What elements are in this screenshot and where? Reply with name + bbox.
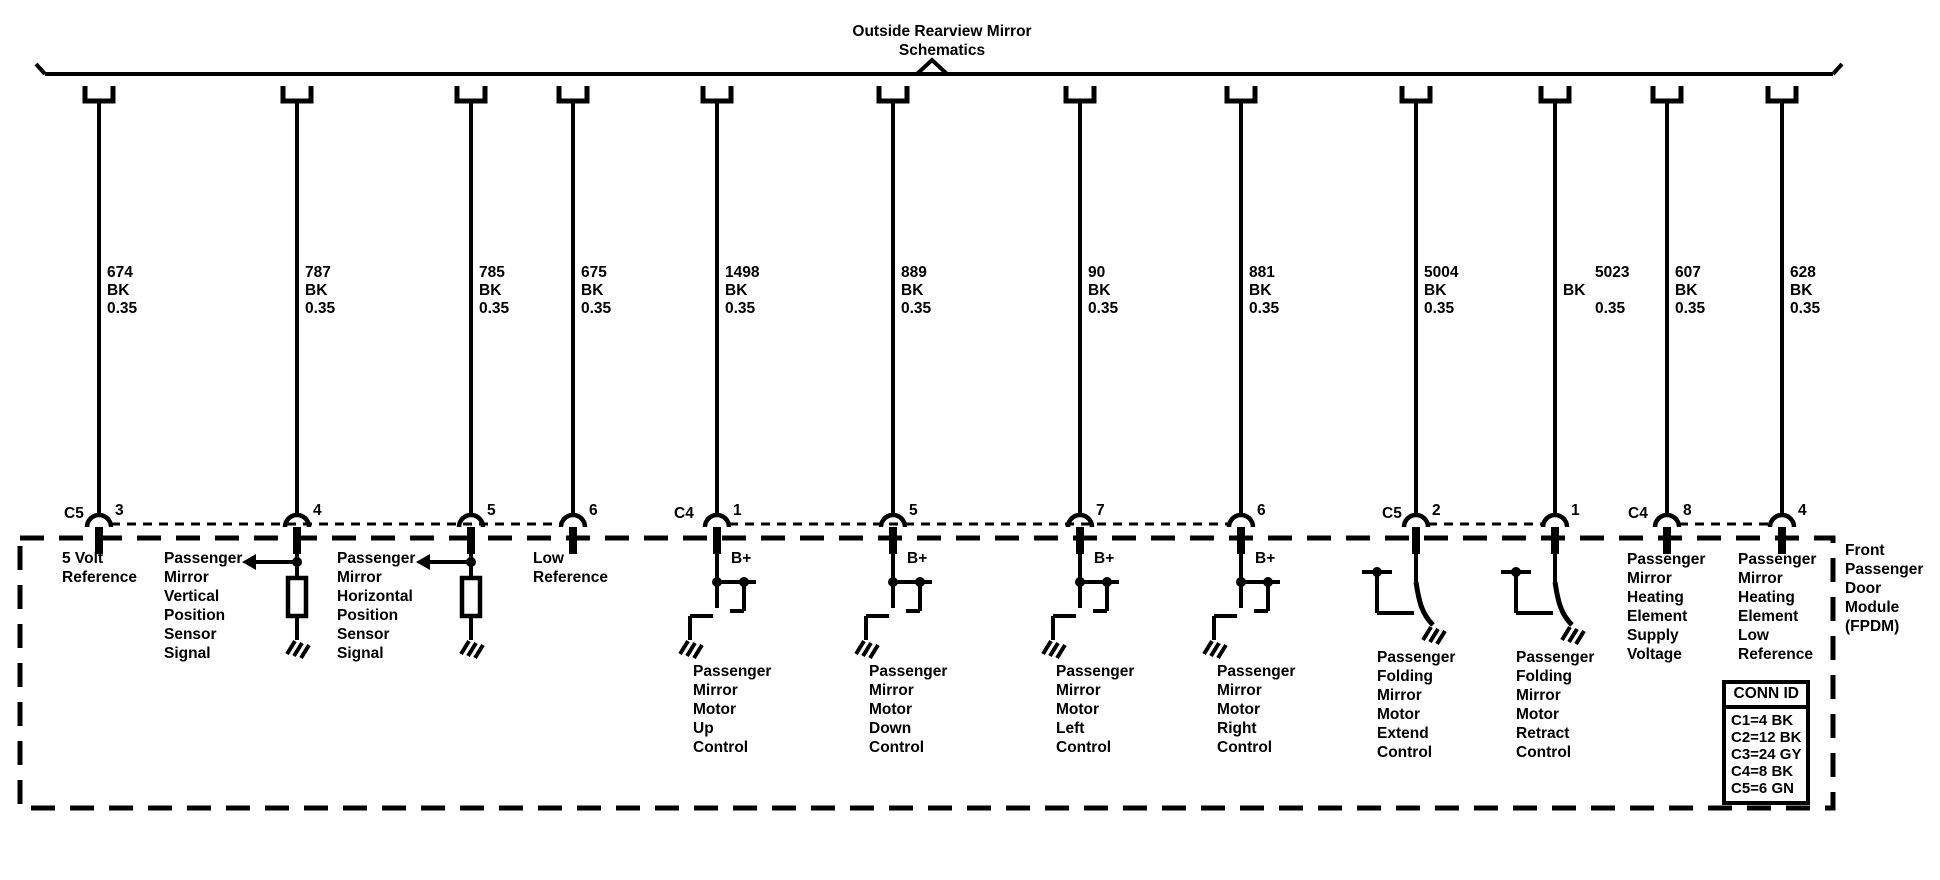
pin-number: 6 [589,502,598,519]
ground-icon [678,639,1228,660]
folding-switch-circuit [1362,554,1574,627]
position-sensor-circuit [242,554,485,660]
junction-dot [712,577,1273,587]
function-label: Passenger Folding Mirror Motor Retract C… [1516,649,1595,761]
pin-number: 1 [733,502,742,519]
pin-number: 5 [487,502,496,519]
function-label: Passenger Folding Mirror Motor Extend Co… [1377,649,1456,761]
pin-number: 2 [1432,502,1441,519]
function-label: Passenger Mirror Vertical Position Senso… [164,550,243,662]
resistor-icon [285,575,309,619]
supply-voltage-label: B+ [1094,550,1115,567]
arrow-icon [242,554,256,570]
function-label: Passenger Mirror Motor Up Control [693,663,772,756]
junction-dot [1372,567,1521,577]
ground-icon [459,639,485,660]
pin-number: 4 [313,502,322,519]
pin-number: 7 [1096,502,1105,519]
supply-voltage-label: B+ [1255,550,1276,567]
conn-id-table-header: CONN ID [1726,684,1807,709]
supply-voltage-label: B+ [907,550,928,567]
pin-number: 3 [115,502,124,519]
supply-voltage-label: B+ [731,550,752,567]
function-label: Passenger Mirror Horizontal Position Sen… [337,550,416,662]
connector-label: C5 [64,505,84,522]
motor-switch-circuit [688,554,1280,640]
pin-number: 4 [1798,502,1807,519]
conn-id-row: C2=12 BK [1731,729,1802,746]
offpage-connector-icon [82,86,1799,104]
pin-number: 1 [1571,502,1580,519]
function-label: Passenger Mirror Motor Down Control [869,663,948,756]
connector-label: C5 [1382,505,1402,522]
function-label: Passenger Mirror Motor Left Control [1056,663,1135,756]
module-border [17,535,1836,811]
conn-id-table: CONN ID C1=4 BK C2=12 BK C3=24 GY C4=8 B… [1722,680,1811,805]
ground-icon [1421,625,1586,646]
diagram-title: Outside Rearview Mirror Schematics [852,23,1032,59]
connector-label: C4 [674,505,694,522]
conn-id-row: C3=24 GY [1731,746,1802,763]
wire-line [97,101,1784,515]
function-label: Passenger Mirror Heating Element Low Ref… [1738,551,1817,663]
function-label: 5 Volt Reference [62,550,137,586]
pin-number: 6 [1257,502,1266,519]
function-label: Passenger Mirror Heating Element Supply … [1627,551,1706,663]
conn-id-row: C1=4 BK [1731,712,1794,729]
conn-id-row: C5=6 GN [1731,780,1794,797]
arrow-icon [416,554,430,570]
connector-label: C4 [1628,505,1648,522]
function-label: Passenger Mirror Motor Right Control [1217,663,1296,756]
schematic-group-brace [34,57,1844,76]
pin-number: 5 [909,502,918,519]
function-label: Low Reference [533,550,608,586]
ground-icon [285,639,311,660]
conn-id-row: C4=8 BK [1731,763,1794,780]
pin-number: 8 [1683,502,1692,519]
module-label: Front Passenger Door Module (FPDM) [1845,542,1924,635]
resistor-icon [459,575,483,619]
